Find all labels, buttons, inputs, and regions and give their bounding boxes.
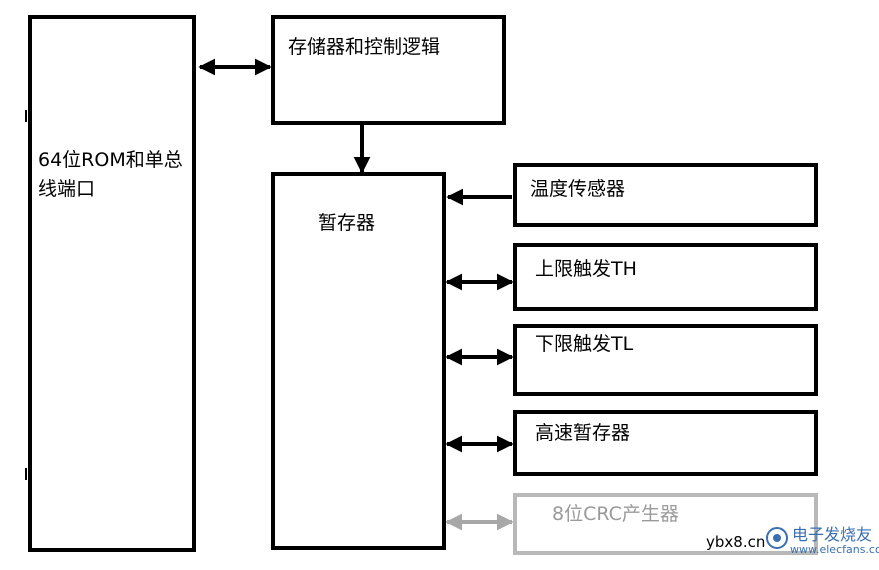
watermark-brand: 电子发烧友 [792, 525, 873, 544]
tl-trigger-label: 下限触发TL [535, 333, 634, 355]
rom-port-label: 64位ROM和单总线端口 [38, 149, 183, 200]
rom-port-block [28, 15, 196, 552]
crc-generator-label: 8位CRC产生器 [552, 503, 679, 525]
tl-trigger-block [513, 324, 818, 396]
th-trigger-label: 上限触发TH [535, 258, 637, 280]
high-speed-scratchpad-block [513, 410, 818, 476]
temperature-sensor-label: 温度传感器 [530, 178, 626, 200]
scratchpad-block [271, 172, 446, 550]
watermark-site: ybx8.cn [706, 533, 766, 551]
memory-control-block [271, 15, 506, 125]
crc-generator-block [513, 493, 818, 555]
watermark-url: www.elecfans.com [790, 543, 879, 556]
high-speed-scratchpad-label: 高速暂存器 [535, 422, 631, 444]
th-trigger-block [513, 243, 818, 311]
memory-control-label: 存储器和控制逻辑 [288, 36, 441, 58]
scratchpad-label: 暂存器 [318, 212, 376, 234]
temperature-sensor-block [513, 163, 818, 227]
watermark-logo-icon [766, 527, 788, 549]
